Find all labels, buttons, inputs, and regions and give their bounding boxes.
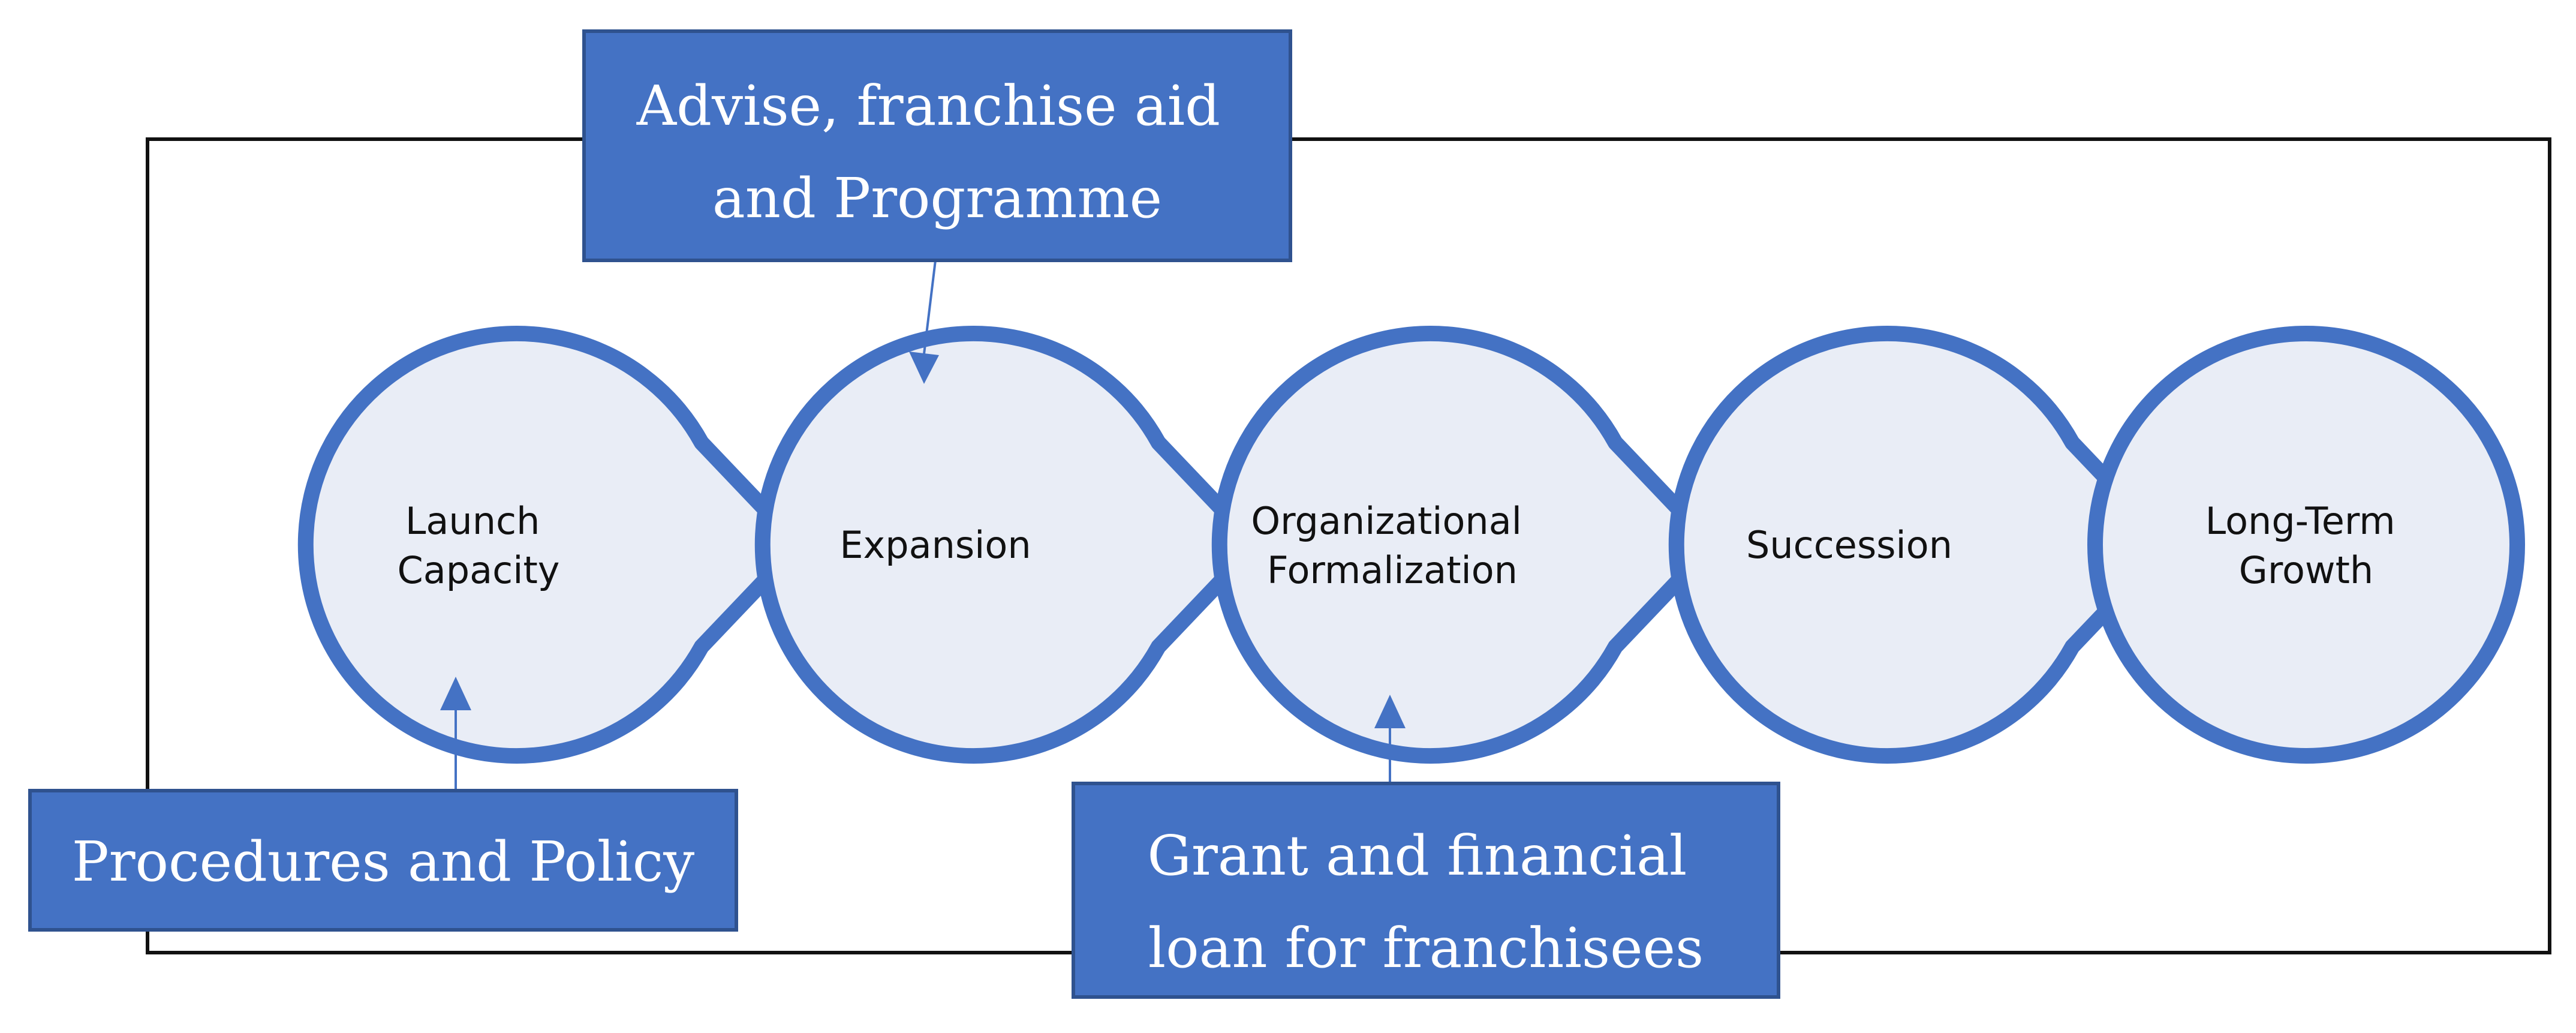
stage-succession: Succession xyxy=(1668,326,2177,764)
connector-advise-to-expansion xyxy=(909,260,939,384)
arrowhead-icon xyxy=(909,352,939,384)
callout-label: Procedures and Policy xyxy=(72,830,694,894)
connector-grant-to-formalization xyxy=(1374,695,1406,783)
callout-procedures-and-policy: Procedures and Policy xyxy=(28,789,738,932)
stage-label: Succession xyxy=(1746,523,1952,567)
stage-expansion: Expansion xyxy=(754,326,1263,764)
stage-shape xyxy=(297,326,806,764)
callout-box xyxy=(582,29,1292,262)
stage-organizational-formalization: Organizational Formalization xyxy=(1211,326,1720,764)
connector-procedures-to-launch xyxy=(440,677,471,791)
callout-box xyxy=(28,789,738,932)
stage-shape xyxy=(754,326,1263,764)
callout-box xyxy=(1072,782,1780,999)
stage-launch-capacity: Launch Capacity xyxy=(297,326,806,764)
stage-long-term-growth: Long-Term Growth xyxy=(2087,326,2525,764)
arrowhead-icon xyxy=(440,677,471,710)
callout-label: Advise, franchise aid and Programme xyxy=(636,74,1238,230)
callout-grant-and-financial-loan: Grant and financial loan for franchisees xyxy=(1072,782,1780,999)
connector-line xyxy=(923,260,937,355)
arrowhead-icon xyxy=(1374,695,1406,728)
stage-shape xyxy=(1668,326,2177,764)
callout-advise-franchise-aid: Advise, franchise aid and Programme xyxy=(582,29,1292,262)
stage-label: Expansion xyxy=(839,523,1031,567)
stage-label: Launch Capacity xyxy=(398,499,560,592)
stage-label: Organizational Formalization xyxy=(1251,499,1533,592)
stage-label: Long-Term Growth xyxy=(2205,499,2408,592)
stage-shape xyxy=(2087,326,2525,764)
stage-shape xyxy=(1211,326,1720,764)
callout-label: Grant and financial loan for franchisees xyxy=(1147,824,1704,980)
